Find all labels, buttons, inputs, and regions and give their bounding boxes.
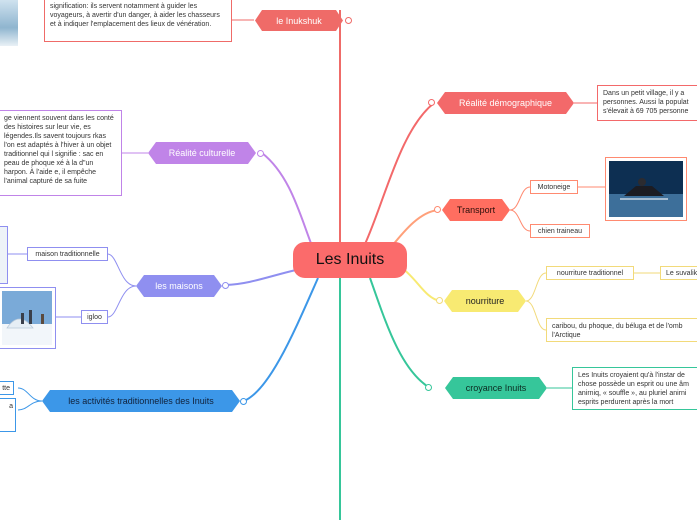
motoneige-photo [605, 157, 687, 221]
collapse-toggle[interactable] [222, 282, 229, 289]
igloo-illustration [2, 291, 52, 345]
croyance-label: croyance Inuits [465, 383, 527, 393]
collapse-toggle[interactable] [425, 384, 432, 391]
maisons-item-igloo[interactable]: igloo [81, 310, 108, 324]
collapse-toggle[interactable] [434, 206, 441, 213]
central-topic[interactable]: Les Inuits [293, 242, 407, 278]
culturelle-label: Réalité culturelle [168, 148, 236, 158]
collapse-toggle[interactable] [257, 150, 264, 157]
maisons-node[interactable]: les maisons [136, 275, 222, 297]
inukshuk-node[interactable]: le Inukshuk [255, 10, 343, 31]
maison-photo [0, 226, 8, 284]
collapse-toggle[interactable] [428, 99, 435, 106]
collapse-toggle[interactable] [240, 398, 247, 405]
transport-node[interactable]: Transport [442, 199, 510, 221]
nourriture-item-suvalik[interactable]: Le suvalik [660, 266, 697, 280]
transport-item-chien-traineau[interactable]: chien traineau [530, 224, 590, 238]
activites-item-2[interactable]: a [0, 398, 16, 432]
activites-item-1[interactable]: tte [0, 381, 14, 395]
nourriture-node[interactable]: nourriture [444, 290, 526, 312]
transport-item-motoneige[interactable]: Motoneige [530, 180, 578, 194]
croyance-note: Les Inuits croyaient qu'à l'instar de ch… [572, 367, 697, 410]
collapse-toggle[interactable] [345, 17, 352, 24]
inukshuk-label: le Inukshuk [276, 15, 322, 26]
maisons-item-traditionnelle[interactable]: maison traditionnelle [27, 247, 108, 261]
transport-label: Transport [456, 205, 496, 215]
culturelle-note: ge viennent souvent dans les conté des h… [0, 110, 122, 196]
igloo-photo [0, 287, 56, 349]
demographique-node[interactable]: Réalité démographique [437, 92, 574, 114]
demographique-note: Dans un petit village, il y a personnes.… [597, 85, 697, 121]
collapse-toggle[interactable] [436, 297, 443, 304]
demographique-label: Réalité démographique [458, 98, 553, 108]
culturelle-node[interactable]: Réalité culturelle [148, 142, 256, 164]
activites-label: les activités traditionnelles des Inuits [68, 396, 214, 406]
inukshuk-note: signification: ils servent notamment à g… [44, 0, 232, 42]
nourriture-item-caribou[interactable]: caribou, du phoque, du béluga et de l'om… [546, 318, 697, 342]
maisons-label: les maisons [155, 281, 203, 291]
snowmobile-illustration [609, 161, 683, 217]
inukshuk-photo [0, 0, 18, 46]
nourriture-item-traditionnel[interactable]: nourriture traditionnel [546, 266, 634, 280]
activites-node[interactable]: les activités traditionnelles des Inuits [42, 390, 240, 412]
nourriture-label: nourriture [465, 296, 505, 306]
croyance-node[interactable]: croyance Inuits [445, 377, 547, 399]
